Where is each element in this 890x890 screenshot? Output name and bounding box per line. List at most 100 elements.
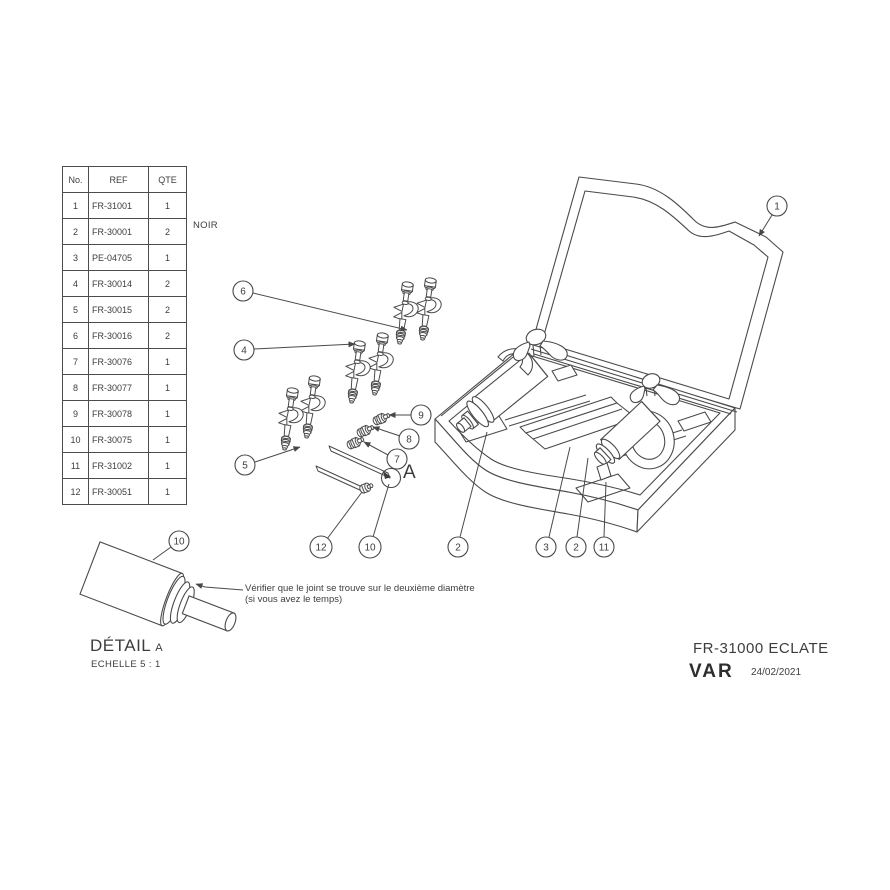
cell-no: 8 (62, 374, 89, 401)
tool-knob (641, 373, 661, 389)
cell-qte: 1 (148, 452, 187, 479)
col-header-ref: REF (88, 166, 149, 193)
cell-no: 4 (62, 270, 89, 297)
cell-qte: 1 (148, 374, 187, 401)
cell-no: 11 (62, 452, 89, 479)
cell-no: 12 (62, 478, 89, 505)
balloon-3: 3 (535, 536, 557, 558)
detail-a-indicator (380, 467, 402, 489)
balloon-7: 7 (386, 448, 408, 470)
svg-text:11: 11 (599, 543, 610, 554)
note-line-1: Vérifier que le joint se trouve sur le d… (245, 583, 475, 594)
tool-handle-arm (652, 384, 681, 406)
cell-no: 7 (62, 348, 89, 375)
brand-logo-text: VAR (689, 661, 734, 682)
tool-clip (596, 462, 612, 481)
cell-ref: FR-30075 (88, 426, 149, 453)
cell-qte: 2 (148, 218, 187, 245)
tool-knob (525, 328, 547, 346)
rod-12 (315, 465, 363, 492)
detail-title-text: DÉTAIL (90, 636, 152, 655)
svg-text:3: 3 (543, 543, 549, 554)
table-header-row: No. REF QTE (62, 166, 187, 193)
balloon-9: 9 (410, 404, 432, 426)
cell-qte: 1 (148, 244, 187, 271)
balloon-6: 6 (232, 280, 254, 302)
balloons: 1 6 4 5 9 8 7 12 10 2 3 2 11 10 (168, 195, 788, 559)
injector-group-4 (340, 331, 398, 406)
detail-scale: ECHELLE 5 : 1 (91, 659, 161, 670)
cell-ref: FR-31001 (88, 192, 149, 219)
svg-text:2: 2 (573, 543, 579, 554)
balloon-2-left: 2 (447, 536, 469, 558)
balloon-5: 5 (234, 454, 256, 476)
foam-pocket (677, 411, 712, 432)
cell-qte: 1 (148, 426, 187, 453)
balloon-2-right: 2 (565, 536, 587, 558)
balloon-1: 1 (766, 195, 788, 217)
cell-ref: FR-30076 (88, 348, 149, 375)
injector-group-5 (273, 374, 330, 453)
note-line-2: (si vous avez le temps) (245, 594, 343, 605)
balloon-10: 10 (358, 535, 382, 559)
cell-qte: 2 (148, 296, 187, 323)
balloon-11: 11 (593, 536, 615, 558)
cell-no: 10 (62, 426, 89, 453)
svg-text:10: 10 (364, 543, 376, 554)
cell-ref: FR-31002 (88, 452, 149, 479)
drawing-title: FR-31000 ECLATE (693, 640, 829, 657)
cell-ref: PE-04705 (88, 244, 149, 271)
svg-text:9: 9 (418, 411, 424, 422)
svg-text:2: 2 (455, 543, 461, 554)
cell-no: 9 (62, 400, 89, 427)
cell-no: 2 (62, 218, 89, 245)
balloon-8: 8 (398, 428, 420, 450)
cell-no: 1 (62, 192, 89, 219)
tool-handle-arm (539, 340, 568, 361)
svg-text:6: 6 (240, 287, 246, 298)
noir-annotation: NOIR (193, 220, 218, 231)
svg-text:8: 8 (406, 435, 412, 446)
cell-ref: FR-30078 (88, 400, 149, 427)
rods (315, 445, 391, 495)
cell-qte: 2 (148, 270, 187, 297)
cell-qte: 1 (148, 348, 187, 375)
right-press-tool (593, 373, 681, 481)
cell-ref: FR-30077 (88, 374, 149, 401)
left-press-tool (456, 328, 568, 433)
cell-ref: FR-30016 (88, 322, 149, 349)
cell-qte: 1 (148, 478, 187, 505)
svg-text:7: 7 (394, 455, 400, 466)
cell-ref: FR-30001 (88, 218, 149, 245)
cell-no: 3 (62, 244, 89, 271)
col-header-qte: QTE (148, 166, 187, 193)
svg-text:10: 10 (173, 537, 185, 548)
cell-qte: 2 (148, 322, 187, 349)
balloon-4: 4 (233, 339, 255, 361)
drawing-date: 24/02/2021 (751, 667, 802, 678)
cell-no: 6 (62, 322, 89, 349)
balloon-12: 12 (309, 535, 333, 559)
leader-lines (152, 214, 773, 591)
case-lid (530, 176, 784, 410)
cell-ref: FR-30014 (88, 270, 149, 297)
col-header-no: No. (62, 166, 89, 193)
cell-ref: FR-30051 (88, 478, 149, 505)
detail-view-cylinder (79, 541, 237, 632)
